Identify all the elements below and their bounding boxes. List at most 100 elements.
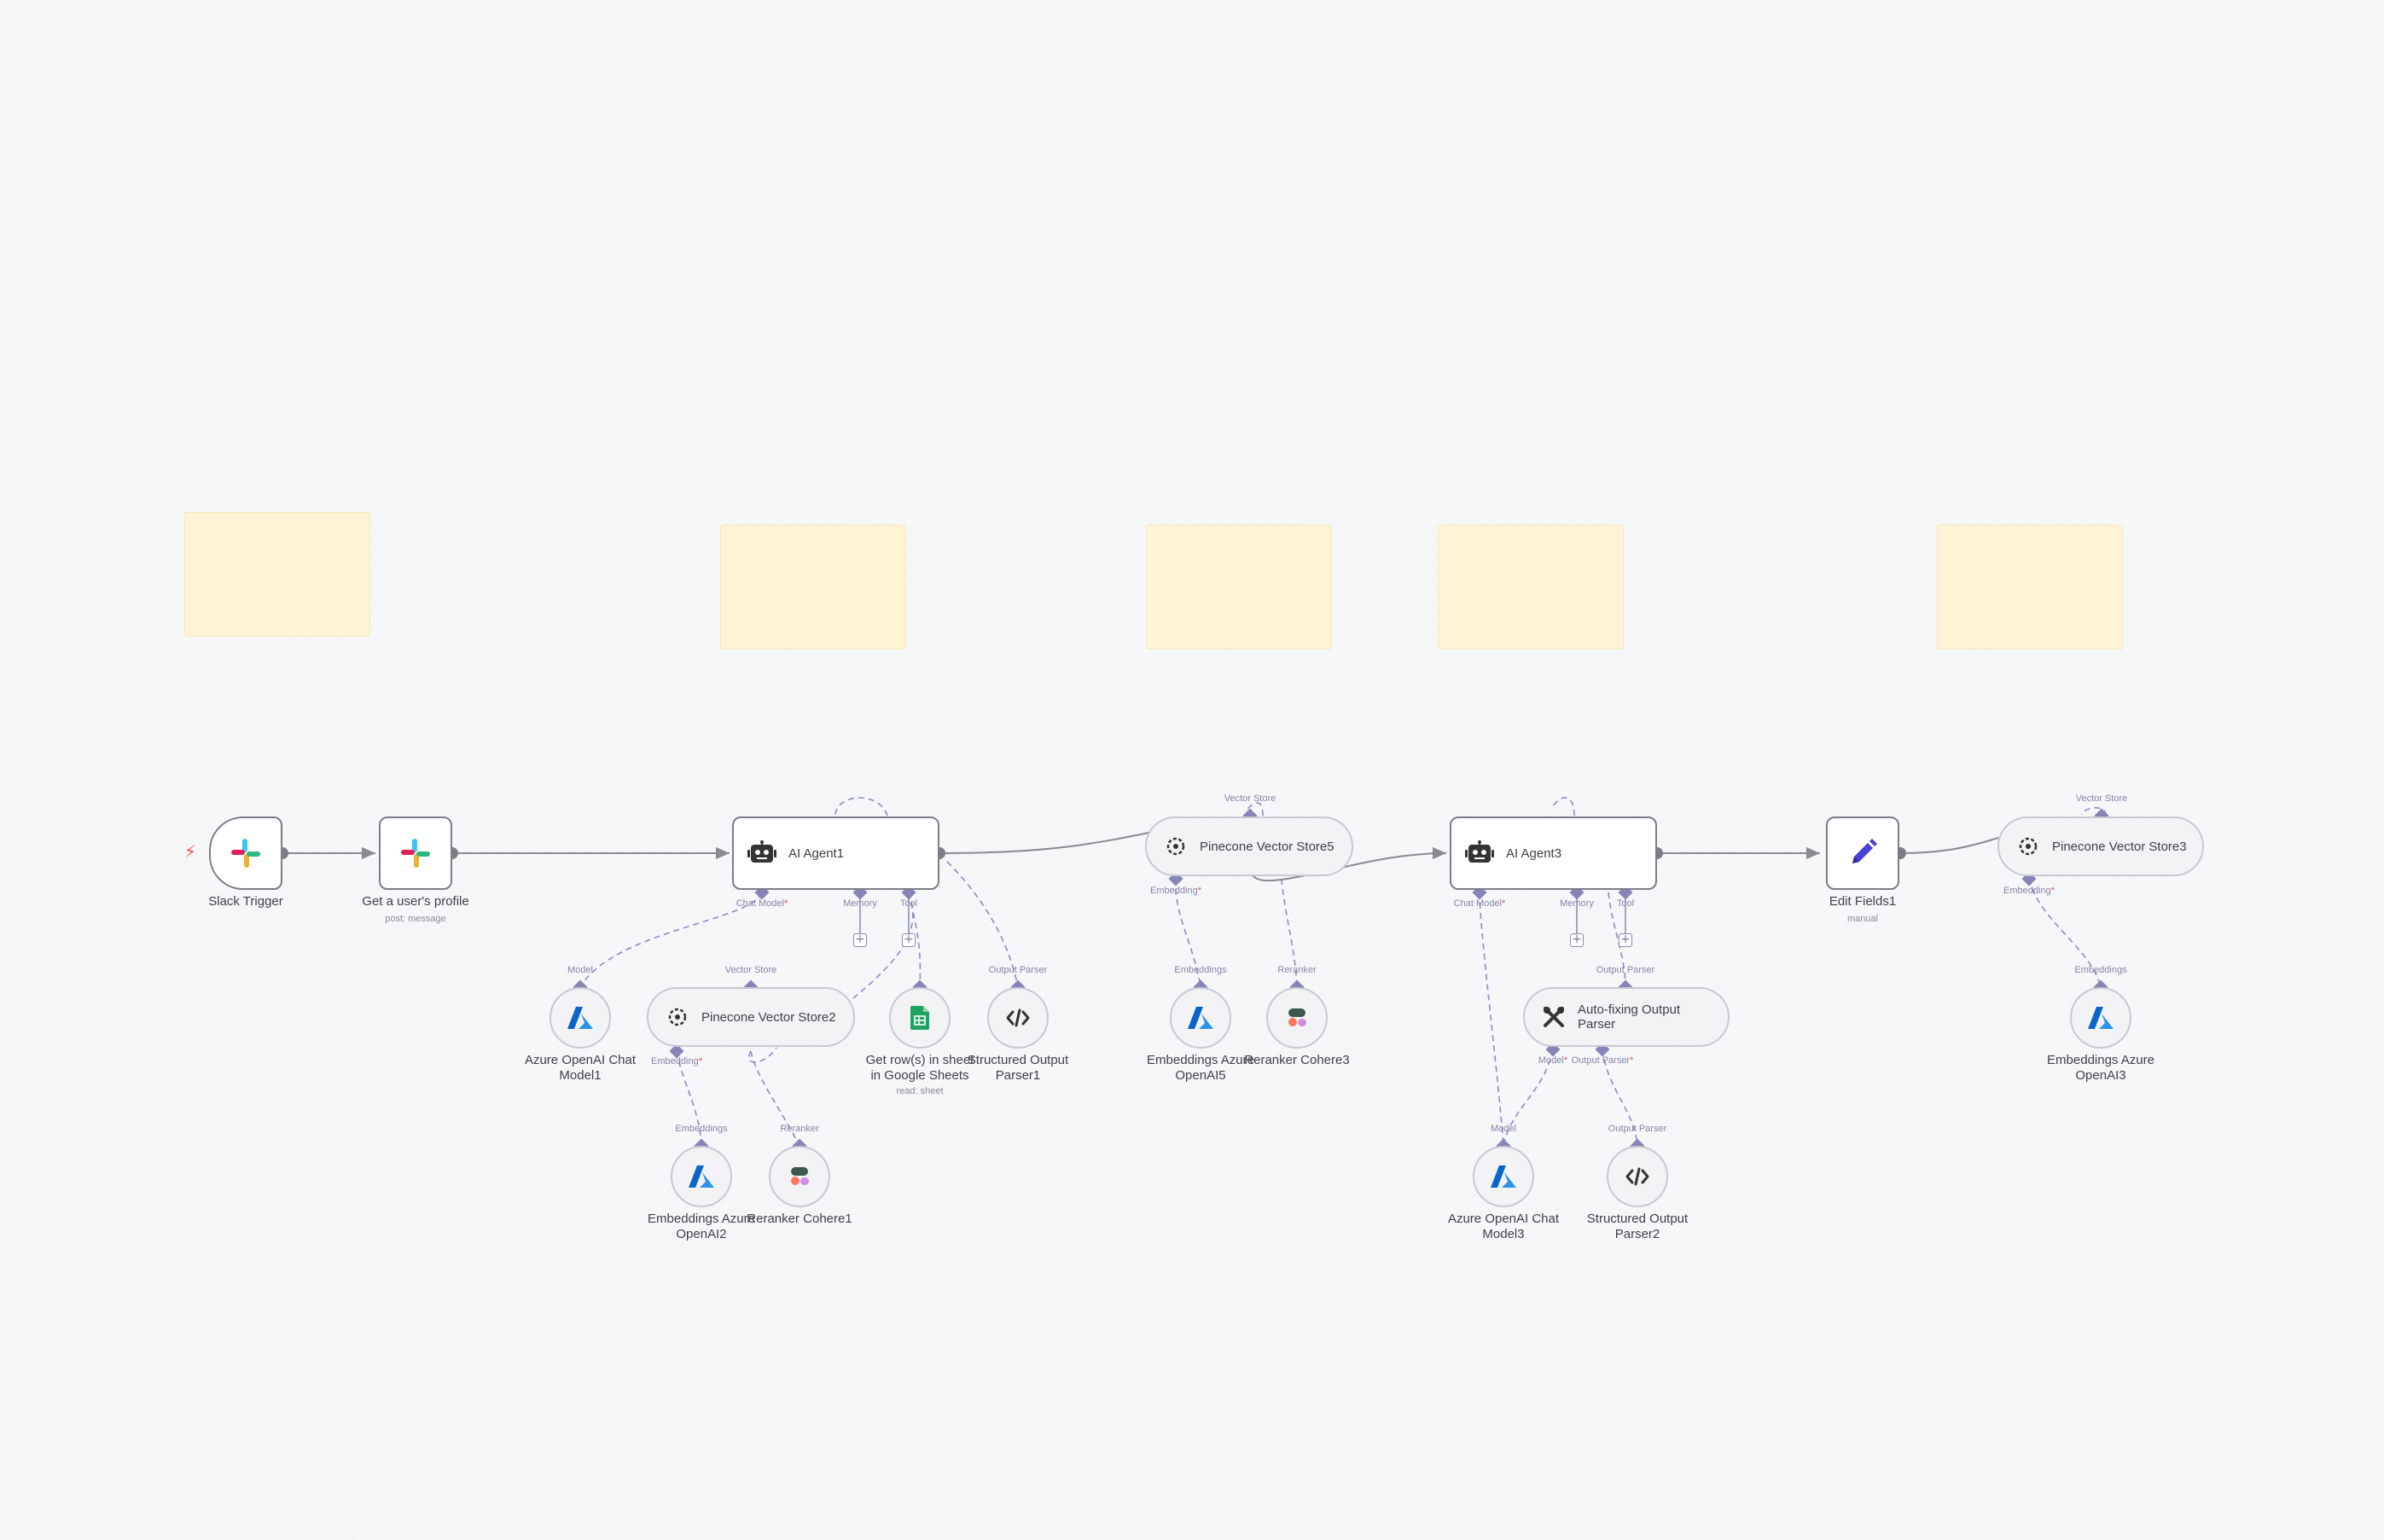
azure-icon — [688, 1165, 715, 1188]
port-label-tool: Tool — [899, 898, 918, 909]
node-label: Slack Trigger — [208, 894, 283, 909]
node-ai-agent1[interactable]: AI Agent1 — [732, 816, 939, 890]
port-label-embedding: Embedding* — [651, 1056, 702, 1066]
add-memory-button[interactable]: + — [1570, 933, 1584, 947]
port-label-embeddings: Embeddings — [2074, 965, 2127, 975]
node-label: Reranker Cohere1 — [747, 1212, 852, 1226]
slack-icon — [229, 836, 263, 870]
port-label-embeddings: Embeddings — [1174, 965, 1227, 975]
azure-icon — [1490, 1165, 1517, 1188]
node-pinecone-vector-store2[interactable]: Pinecone Vector Store2 — [647, 987, 855, 1047]
port-label-chat-model: Chat Model* — [736, 898, 788, 909]
node-structured-output-parser1[interactable] — [987, 987, 1049, 1049]
sticky-note[interactable] — [1146, 525, 1332, 649]
ports — [276, 847, 1906, 859]
node-reranker-cohere1[interactable] — [769, 1146, 830, 1207]
node-embeddings-azure-openai3[interactable] — [2070, 987, 2131, 1049]
slack-icon — [398, 836, 433, 870]
node-title: Pinecone Vector Store3 — [2052, 839, 2187, 854]
sticky-note[interactable] — [1937, 525, 2123, 649]
port-label-embedding: Embedding* — [1150, 886, 1201, 896]
node-get-user-profile[interactable] — [379, 816, 452, 890]
add-tool-button[interactable]: + — [902, 933, 916, 947]
node-reranker-cohere3[interactable] — [1266, 987, 1328, 1049]
port-label-output-parser: Output Parser — [1596, 965, 1655, 975]
port-label-memory: Memory — [843, 898, 877, 909]
cohere-icon — [788, 1165, 811, 1188]
node-title: Pinecone Vector Store5 — [1200, 839, 1334, 854]
robot-icon — [747, 840, 776, 866]
port-label-reranker: Reranker — [780, 1124, 819, 1134]
sticky-note[interactable] — [720, 525, 906, 649]
node-edit-fields1[interactable] — [1826, 816, 1899, 890]
node-pinecone-vector-store5[interactable]: Pinecone Vector Store5 — [1145, 816, 1353, 876]
node-embeddings-azure-openai5[interactable] — [1170, 987, 1231, 1049]
code-icon — [1006, 1008, 1030, 1027]
code-icon — [1625, 1167, 1649, 1186]
pinecone-icon — [1164, 834, 1188, 858]
cohere-icon — [1285, 1006, 1309, 1030]
node-get-rows-google-sheets[interactable] — [889, 987, 951, 1049]
node-label: Edit Fields1 — [1829, 894, 1897, 909]
port-label-model: Model — [1491, 1124, 1516, 1134]
tools-icon — [1542, 1005, 1566, 1029]
azure-icon — [2087, 1006, 2114, 1030]
pinecone-icon — [666, 1005, 689, 1029]
azure-icon — [1187, 1006, 1214, 1030]
azure-icon — [567, 1006, 594, 1030]
add-memory-button[interactable]: + — [853, 933, 867, 947]
node-sublabel: read: sheet — [896, 1086, 944, 1096]
node-slack-trigger[interactable] — [209, 816, 282, 890]
edge-edit-to-pinecone3 — [1898, 837, 1999, 854]
port-label-vector-store: Vector Store — [2075, 793, 2128, 804]
sticky-note[interactable] — [184, 512, 370, 636]
node-label: Get a user's profile — [362, 894, 469, 909]
node-ai-agent3[interactable]: AI Agent3 — [1450, 816, 1657, 890]
port-label-chat-model: Chat Model* — [1453, 898, 1506, 909]
port-label-output-parser: Output Parser* — [1571, 1055, 1634, 1066]
sheets-icon — [910, 1006, 929, 1030]
pinecone-icon — [2016, 834, 2040, 858]
node-label: Reranker Cohere3 — [1244, 1053, 1350, 1067]
node-azure-openai-chat-model3[interactable] — [1473, 1146, 1534, 1207]
sticky-note[interactable] — [1438, 525, 1624, 649]
port-label-embedding: Embedding* — [2003, 886, 2055, 896]
port-label-tool: Tool — [1616, 898, 1635, 909]
port-label-output-parser: Output Parser — [988, 965, 1048, 975]
port-label-vector-store: Vector Store — [724, 965, 777, 975]
port-label-memory: Memory — [1560, 898, 1594, 909]
port-label-embeddings: Embeddings — [675, 1124, 728, 1134]
node-embeddings-azure-openai2[interactable] — [671, 1146, 732, 1207]
port-label-model: Model — [567, 965, 593, 975]
port-label-output-parser: Output Parser — [1608, 1124, 1667, 1134]
add-tool-button[interactable]: + — [1619, 933, 1632, 947]
robot-icon — [1465, 840, 1494, 866]
port-label-model: Model* — [1538, 1055, 1568, 1066]
node-title: AI Agent1 — [788, 846, 845, 861]
plus-stems — [859, 898, 1626, 933]
trigger-bolt-icon: ⚡ — [184, 841, 197, 862]
port-label-reranker: Reranker — [1277, 965, 1317, 975]
port-label-vector-store: Vector Store — [1224, 793, 1276, 804]
node-azure-openai-chat-model1[interactable] — [549, 987, 611, 1049]
main-connections — [283, 822, 1999, 882]
node-sublabel: manual — [1846, 914, 1879, 924]
node-title: AI Agent3 — [1506, 846, 1562, 861]
node-title: Pinecone Vector Store2 — [701, 1009, 836, 1025]
node-sublabel: post: message — [385, 914, 446, 924]
node-structured-output-parser2[interactable] — [1607, 1146, 1668, 1207]
node-pinecone-vector-store3[interactable]: Pinecone Vector Store3 — [1997, 816, 2204, 876]
pencil-icon — [1847, 838, 1878, 869]
